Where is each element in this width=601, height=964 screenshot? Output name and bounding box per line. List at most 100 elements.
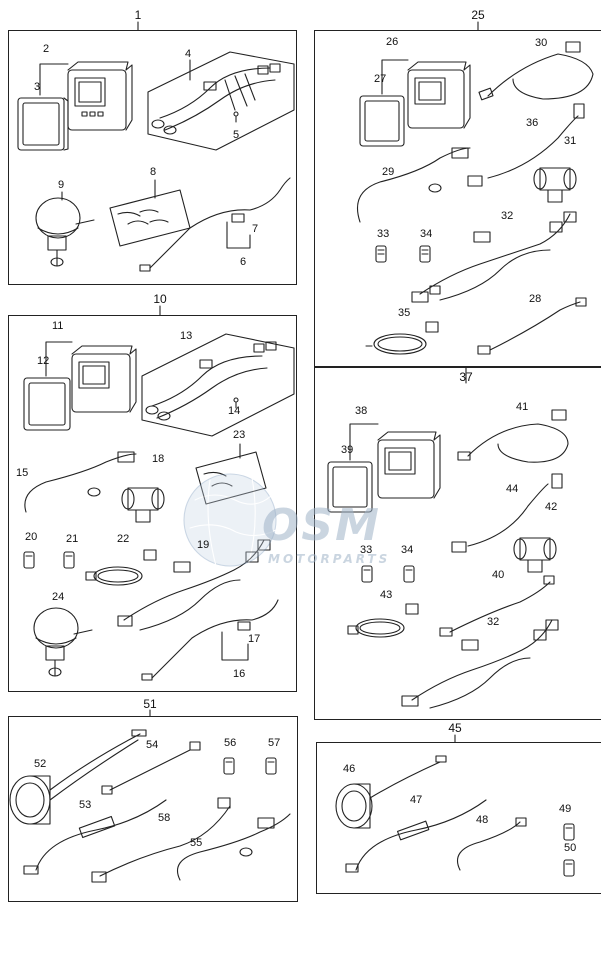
cable-16: [141, 599, 279, 681]
part-number-56: 56: [224, 737, 237, 749]
group-panel-25: [314, 30, 601, 367]
cable-28: [477, 297, 587, 355]
terminator-49: [563, 823, 575, 841]
bolt-5: [233, 111, 239, 123]
watermark-tagline: MOTORPARTS: [268, 552, 391, 566]
watermark-globe-icon: [183, 473, 277, 567]
part-number-23: 23: [233, 429, 246, 441]
part-number-4: 4: [185, 48, 192, 60]
terminator-20: [23, 551, 35, 569]
part-number-33b: 33: [360, 544, 373, 556]
part-number-14: 14: [228, 405, 241, 417]
part-number-12: 12: [37, 355, 50, 367]
part-number-53: 53: [79, 799, 92, 811]
group-panel-45: [316, 742, 601, 894]
group-panel-1: [8, 30, 297, 285]
part-number-34a: 34: [420, 228, 433, 240]
part-number-39: 39: [341, 444, 354, 456]
tee-18: [121, 487, 165, 523]
part-number-26: 26: [386, 36, 399, 48]
tee-42: [513, 537, 557, 573]
group-label-45: 45: [448, 721, 462, 735]
part-number-38: 38: [355, 405, 368, 417]
transducer-24: [33, 607, 93, 677]
part-number-47: 47: [410, 794, 423, 806]
cable-43: [347, 603, 419, 638]
part-number-28: 28: [529, 293, 542, 305]
part-number-22: 22: [117, 533, 130, 545]
part-number-15: 15: [16, 467, 29, 479]
cable-54: [101, 741, 201, 795]
part-number-58: 58: [158, 812, 171, 824]
display-unit-2: [67, 61, 133, 131]
part-number-43: 43: [380, 589, 393, 601]
part-number-5: 5: [233, 129, 240, 141]
terminator-50: [563, 859, 575, 877]
cable-30: [478, 41, 594, 101]
cable-41: [457, 409, 569, 463]
cable-15: [24, 451, 137, 513]
cable-29: [356, 147, 471, 223]
bag-8: [109, 189, 191, 247]
part-number-8: 8: [150, 166, 157, 178]
part-number-52: 52: [34, 758, 47, 770]
display-unit-26: [407, 61, 471, 129]
cable-6: [139, 177, 291, 272]
part-number-16: 16: [233, 668, 246, 680]
part-number-2: 2: [43, 43, 50, 55]
cable-35: [365, 321, 439, 355]
bezel-12: [23, 377, 71, 431]
part-number-29: 29: [382, 166, 395, 178]
part-number-21: 21: [66, 533, 79, 545]
part-number-20: 20: [25, 531, 38, 543]
harness-32b: [401, 619, 559, 709]
part-number-24: 24: [52, 591, 65, 603]
tee-31: [533, 167, 577, 203]
part-number-32b: 32: [487, 616, 500, 628]
cable-55: [176, 813, 291, 881]
part-number-13: 13: [180, 330, 193, 342]
cable-44: [451, 473, 563, 553]
cable-40: [439, 575, 555, 637]
transducer-9: [35, 197, 95, 267]
group-label-1: 1: [134, 8, 142, 22]
harness-19: [117, 539, 271, 631]
part-number-57: 57: [268, 737, 281, 749]
part-number-19: 19: [197, 539, 210, 551]
part-number-50: 50: [564, 842, 577, 854]
group-label-51: 51: [143, 697, 157, 711]
part-number-11: 11: [52, 320, 64, 332]
part-number-55: 55: [190, 837, 203, 849]
watermark-brand: OSM: [262, 500, 381, 551]
part-number-32a: 32: [501, 210, 514, 222]
part-number-9: 9: [58, 179, 65, 191]
gauge-52: [9, 729, 147, 825]
terminator-34a: [419, 245, 431, 263]
harness-32a: [411, 211, 577, 303]
terminator-33a: [375, 245, 387, 263]
bezel-3: [17, 97, 69, 151]
cable-22: [85, 549, 157, 586]
bolt-14: [233, 397, 239, 409]
part-number-40: 40: [492, 569, 505, 581]
part-number-44: 44: [506, 483, 519, 495]
group-label-10: 10: [153, 292, 167, 306]
part-number-36: 36: [526, 117, 539, 129]
bag-23: [195, 451, 267, 505]
part-number-41: 41: [516, 401, 529, 413]
part-number-33a: 33: [377, 228, 390, 240]
part-number-48: 48: [476, 814, 489, 826]
display-unit-38: [377, 431, 441, 499]
harness-47: [345, 799, 487, 873]
cable-36: [467, 103, 585, 187]
terminator-56: [223, 757, 235, 775]
harness-53: [23, 799, 167, 875]
bezel-39: [327, 461, 373, 513]
part-number-30: 30: [535, 37, 548, 49]
part-number-17: 17: [248, 633, 261, 645]
part-number-46: 46: [343, 763, 356, 775]
part-number-49: 49: [559, 803, 572, 815]
terminator-21: [63, 551, 75, 569]
